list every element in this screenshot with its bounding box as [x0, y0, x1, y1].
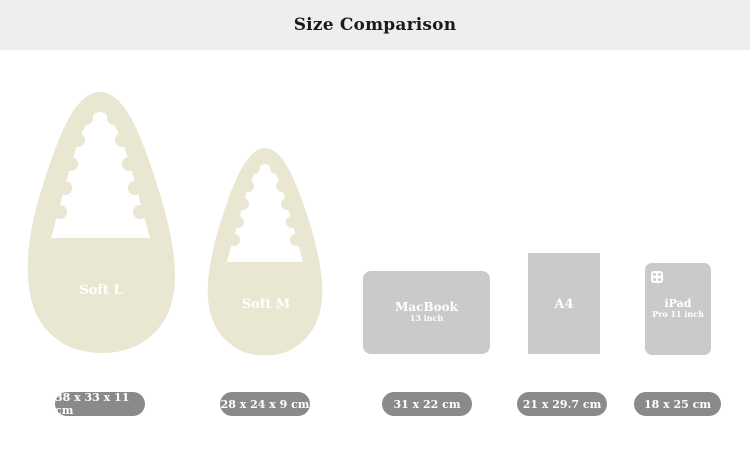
macbook-name: MacBook: [395, 300, 458, 314]
ipad-camera-icon: [651, 271, 663, 283]
ipad-size-badge: 18 x 25 cm: [634, 392, 721, 416]
soft-l-label: Soft L: [79, 283, 123, 298]
macbook-sublabel: 13 inch: [409, 313, 444, 324]
soft-m-size-badge: 28 x 24 x 9 cm: [220, 392, 310, 416]
ipad-sublabel: Pro 11 inch: [652, 309, 704, 320]
soft-m-label: Soft M: [241, 297, 291, 312]
ipad-label: iPad Pro 11 inch: [645, 297, 711, 320]
a4-sheet-shape: [528, 253, 600, 354]
a4-label: A4: [554, 297, 574, 312]
soft-l-size-badge: 38 x 33 x 11 cm: [55, 391, 145, 417]
soft-m-bag-shape: [207, 148, 323, 356]
macbook-size-badge: 31 x 22 cm: [382, 392, 472, 416]
page-title: Size Comparison: [293, 15, 457, 35]
macbook-label: MacBook 13 inch: [363, 300, 490, 324]
soft-l-bag-shape: [27, 92, 175, 353]
a4-size-badge: 21 x 29.7 cm: [517, 392, 607, 416]
macbook-shape: [363, 271, 490, 354]
comparison-stage: Soft L Soft M MacBook 13 inch A4 iPad Pr…: [0, 50, 750, 452]
header-bar: Size Comparison: [0, 0, 750, 50]
ipad-name: iPad: [664, 297, 692, 310]
